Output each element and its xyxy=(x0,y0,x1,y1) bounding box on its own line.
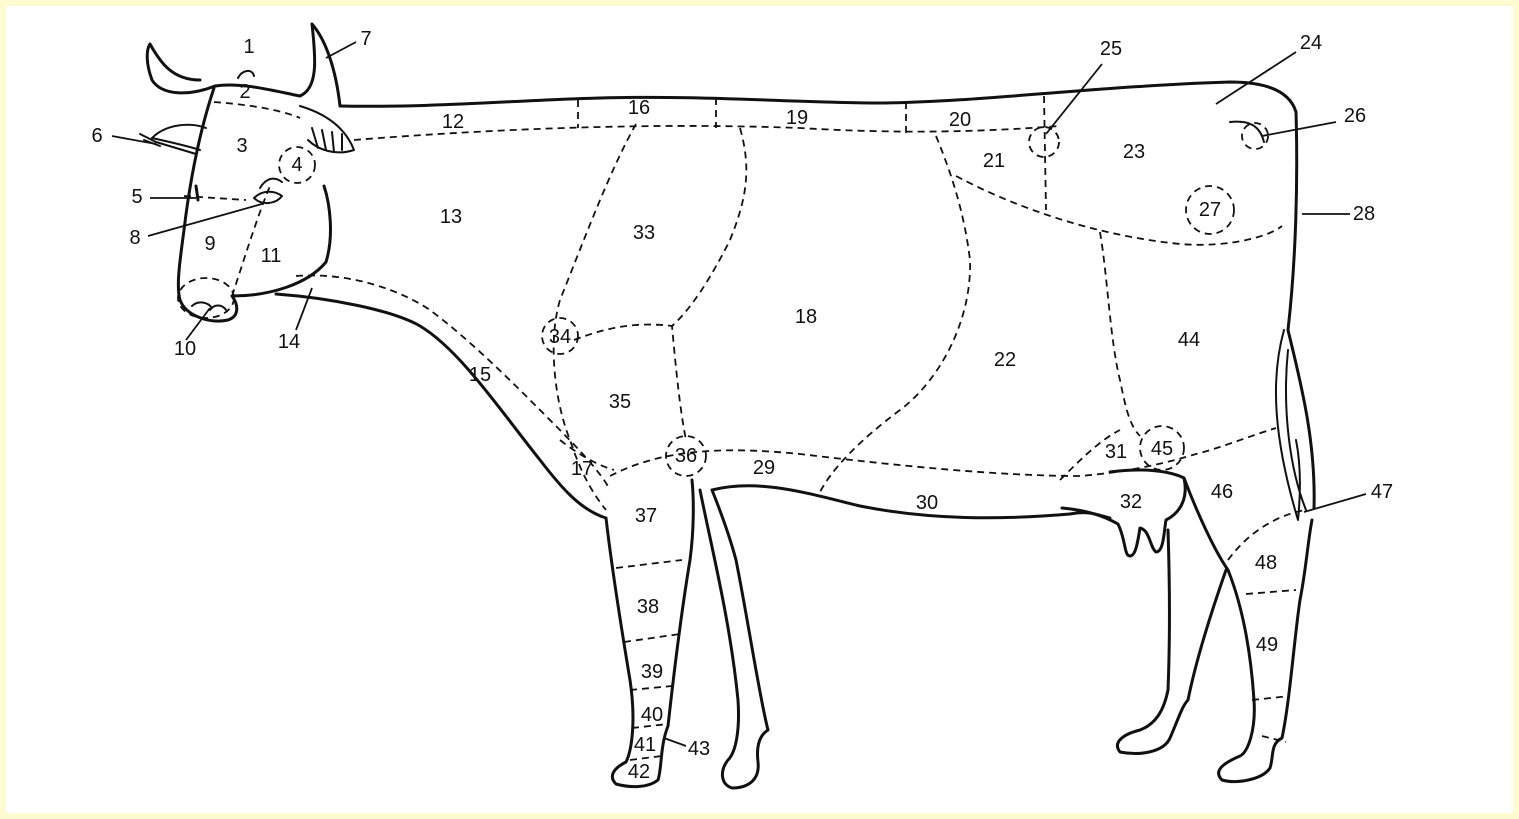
label-46: 46 xyxy=(1211,481,1233,503)
label-42: 42 xyxy=(628,761,650,783)
label-24: 24 xyxy=(1300,32,1322,54)
label-41: 41 xyxy=(634,734,656,756)
label-19: 19 xyxy=(786,107,808,129)
label-32: 32 xyxy=(1120,491,1142,513)
region-boundaries xyxy=(178,96,1306,760)
label-47: 47 xyxy=(1371,481,1393,503)
label-33: 33 xyxy=(633,222,655,244)
label-34: 34 xyxy=(549,326,571,348)
label-48: 48 xyxy=(1255,552,1277,574)
label-25: 25 xyxy=(1100,38,1122,60)
label-40: 40 xyxy=(641,704,663,726)
label-3: 3 xyxy=(236,135,247,157)
label-22: 22 xyxy=(994,349,1016,371)
label-4: 4 xyxy=(291,154,302,176)
label-5: 5 xyxy=(131,186,142,208)
label-29: 29 xyxy=(753,457,775,479)
label-17: 17 xyxy=(571,458,593,480)
label-7: 7 xyxy=(360,28,371,50)
label-36: 36 xyxy=(675,445,697,467)
cow-outline xyxy=(147,24,1314,788)
label-18: 18 xyxy=(795,306,817,328)
label-31: 31 xyxy=(1105,441,1127,463)
label-11: 11 xyxy=(261,245,282,267)
label-26: 26 xyxy=(1344,105,1366,127)
label-6: 6 xyxy=(91,125,102,147)
label-16: 16 xyxy=(628,97,650,119)
label-9: 9 xyxy=(204,233,215,255)
label-27: 27 xyxy=(1199,199,1221,221)
label-30: 30 xyxy=(916,492,938,514)
label-39: 39 xyxy=(641,661,663,683)
region-labels: 1 2 3 4 5 6 7 8 9 10 11 12 13 14 15 16 1… xyxy=(91,28,1393,783)
label-21: 21 xyxy=(983,150,1005,172)
label-49: 49 xyxy=(1256,634,1278,656)
label-14: 14 xyxy=(278,331,300,353)
label-2: 2 xyxy=(239,81,250,103)
label-12: 12 xyxy=(442,111,464,133)
label-15: 15 xyxy=(469,364,491,386)
label-8: 8 xyxy=(129,227,140,249)
label-45: 45 xyxy=(1151,438,1173,460)
label-44: 44 xyxy=(1178,329,1200,351)
label-23: 23 xyxy=(1123,141,1145,163)
label-43: 43 xyxy=(688,738,710,760)
label-10: 10 xyxy=(174,338,196,360)
label-20: 20 xyxy=(949,109,971,131)
label-1: 1 xyxy=(243,36,254,58)
label-13: 13 xyxy=(440,206,462,228)
label-35: 35 xyxy=(609,391,631,413)
label-38: 38 xyxy=(637,596,659,618)
label-37: 37 xyxy=(635,505,657,527)
label-28: 28 xyxy=(1353,203,1375,225)
